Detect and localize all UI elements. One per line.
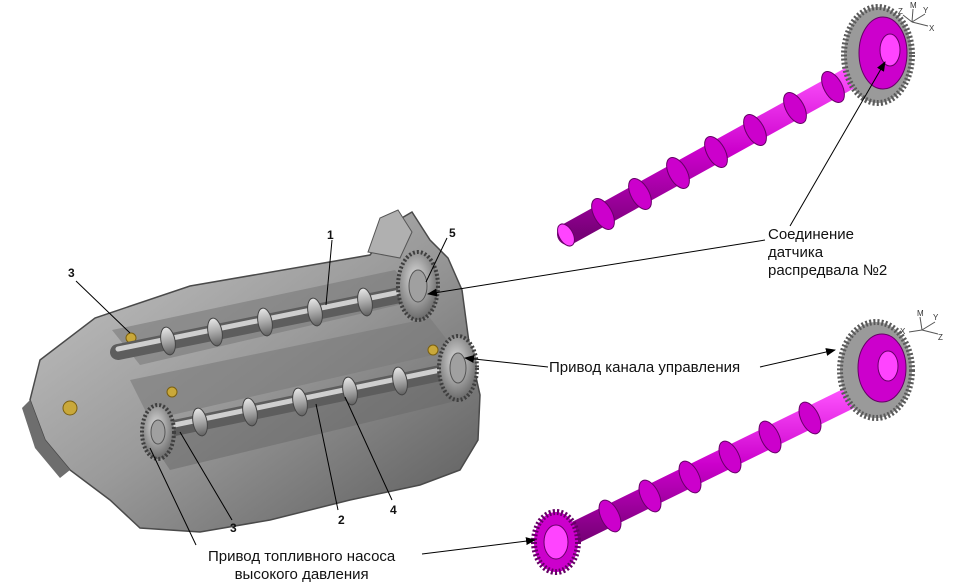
leader-lines xyxy=(75,61,886,555)
axis-bottom-z: Z xyxy=(938,333,943,342)
camshaft-bottom xyxy=(549,377,881,551)
axis-top-x: X xyxy=(929,24,935,33)
part-number-3-bottom: 3 xyxy=(230,521,237,535)
control-channel-drive-label: Привод канала управления xyxy=(549,359,741,376)
head-gear-left xyxy=(140,403,176,461)
part-number-3-top: 3 xyxy=(68,266,75,280)
camshaft-bottom-gear-left xyxy=(531,509,581,575)
axis-bottom-x: X xyxy=(900,327,906,336)
part-number-1: 1 xyxy=(327,228,334,242)
sensor-connection-line-2: датчика xyxy=(768,244,824,261)
axis-top-y: Y xyxy=(923,6,929,15)
sensor-connection-line-3: распредвала №2 xyxy=(768,262,888,279)
fuel-pump-drive-label: Привод топливного насоса высокого давлен… xyxy=(208,548,395,584)
sensor-connection-line-1: Соединение xyxy=(768,226,854,243)
part-number-4: 4 xyxy=(390,503,397,517)
part-number-2: 2 xyxy=(338,513,345,527)
head-gear-top-right xyxy=(396,250,440,322)
camshaft-top xyxy=(557,57,879,247)
camshaft-top-gear xyxy=(841,4,915,106)
axis-triad-bottom xyxy=(908,316,939,335)
lower-camshaft xyxy=(147,362,463,440)
axis-triad-top xyxy=(902,8,929,27)
part-number-5: 5 xyxy=(449,226,456,240)
axis-top-z: Z xyxy=(898,7,903,16)
axis-bottom-y: Y xyxy=(933,313,939,322)
sensor-connection-label: Соединение датчика распредвала №2 xyxy=(768,226,887,280)
axis-bottom-m: M xyxy=(917,309,924,318)
fuel-pump-drive-line-1: Привод топливного насоса xyxy=(208,548,396,565)
head-gear-mid-right xyxy=(437,334,479,402)
axis-top-m: M xyxy=(910,1,917,10)
upper-camshaft xyxy=(110,284,423,360)
fuel-pump-drive-line-2: высокого давления xyxy=(234,566,369,583)
camshaft-bottom-gear-right xyxy=(837,319,915,421)
